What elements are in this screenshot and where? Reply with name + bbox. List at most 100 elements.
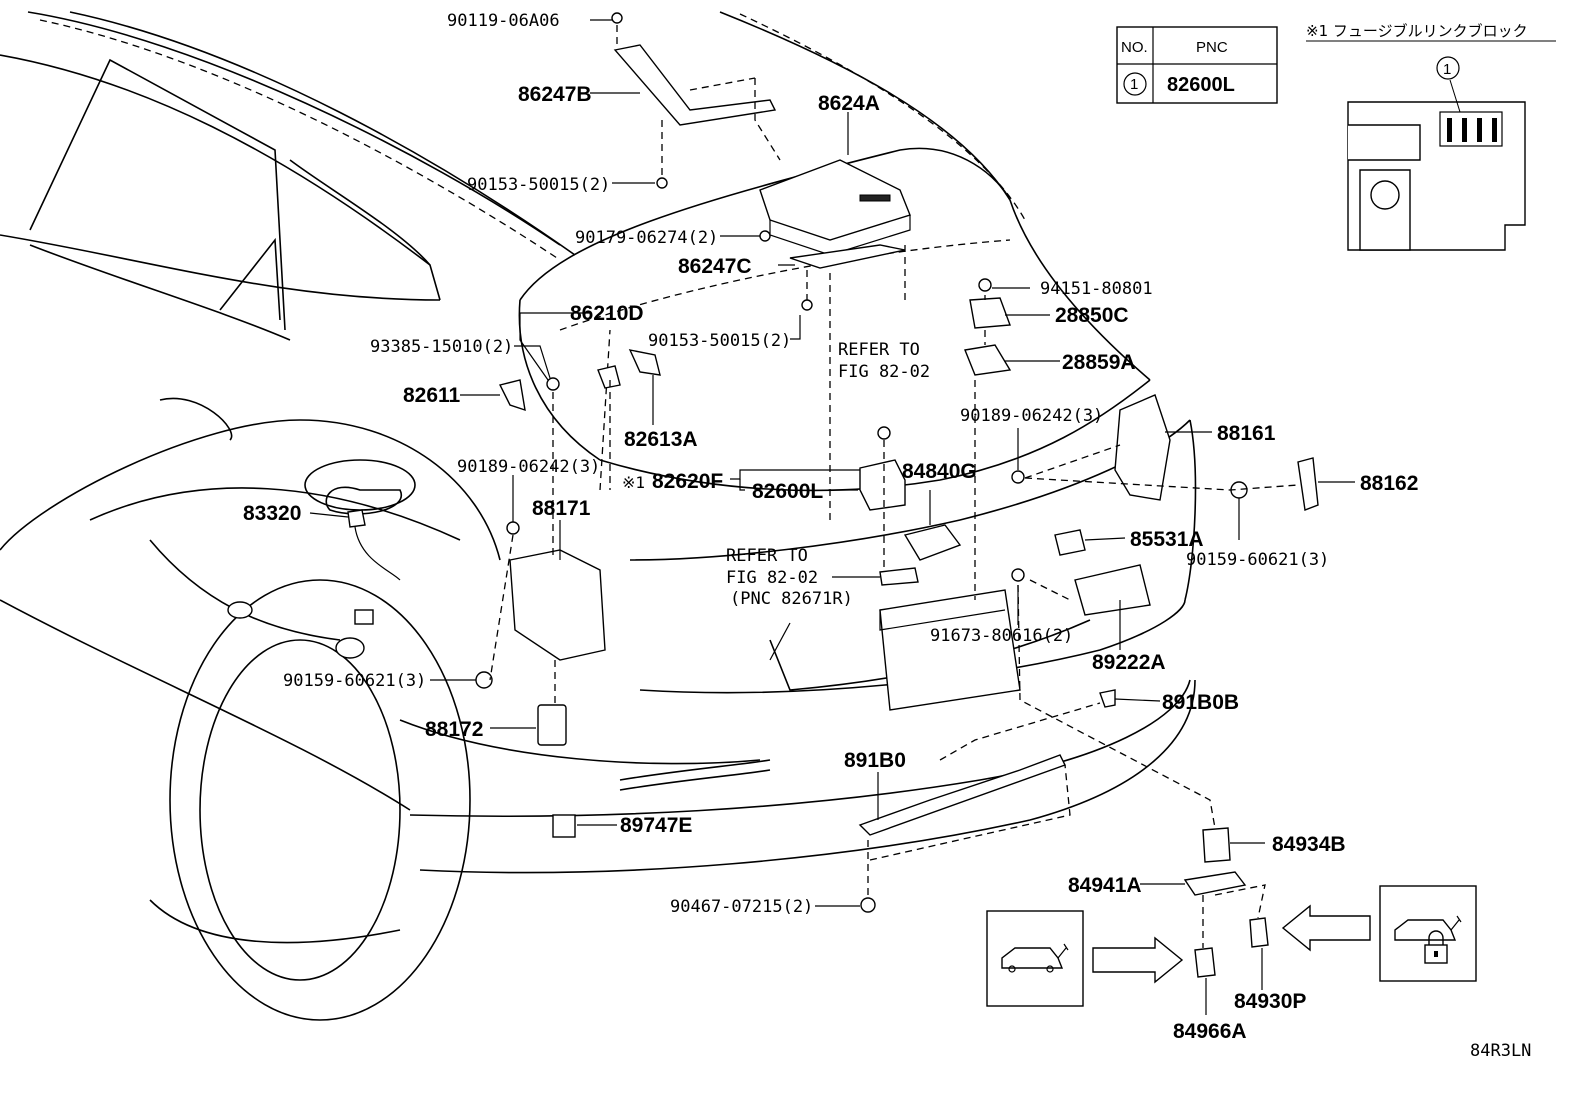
nut-90189	[1011, 470, 1025, 484]
label-85531a: 85531A	[1130, 528, 1204, 551]
part-88171	[509, 549, 606, 661]
label-89222a: 89222A	[1092, 651, 1166, 674]
pnc-table: NO. PNC 1 82600L	[1116, 26, 1278, 104]
diagram-code: 84R3LN	[1470, 1041, 1531, 1061]
parts-shapes	[347, 12, 1319, 978]
label-90153-mid: 90153-50015(2)	[648, 331, 791, 351]
label-84934b: 84934B	[1272, 833, 1346, 856]
part-88161	[1114, 394, 1171, 501]
label-88161: 88161	[1217, 422, 1276, 445]
label-refer1-line2: FIG 82-02	[838, 362, 930, 382]
nut-90189-left	[506, 521, 520, 535]
table-row-no: 1	[1130, 76, 1138, 93]
fusible-title: ※1 フュージブルリンクブロック	[1306, 22, 1528, 40]
label-28859a: 28859A	[1062, 351, 1136, 374]
label-90159-left: 90159-60621(3)	[283, 671, 426, 691]
label-90467: 90467-07215(2)	[670, 897, 813, 917]
clip-891b0b	[1099, 689, 1116, 708]
label-82620f: 82620F	[652, 470, 723, 493]
table-header-pnc: PNC	[1196, 39, 1228, 56]
bolt-93385	[546, 377, 560, 391]
arrow-left-icon	[1281, 904, 1371, 952]
fusible-block-tab	[1348, 124, 1421, 161]
part-labels: 90119-06A06 86247B 8624A 90153-50015(2) …	[243, 11, 1531, 1061]
part-88162	[1297, 457, 1319, 511]
table-row-pnc: 82600L	[1167, 74, 1235, 96]
label-82611: 82611	[403, 384, 461, 407]
clip-86210d	[597, 365, 621, 389]
label-82600l: 82600L	[752, 480, 823, 503]
label-90159-right: 90159-60621(3)	[1186, 550, 1329, 570]
label-90153-top: 90153-50015(2)	[467, 175, 610, 195]
label-28850c: 28850C	[1055, 304, 1129, 327]
label-84966a: 84966A	[1173, 1020, 1247, 1043]
label-90179: 90179-06274(2)	[575, 228, 718, 248]
label-refer1-line1: REFER TO	[838, 340, 920, 360]
label-8624a: 8624A	[818, 92, 880, 115]
label-84930p: 84930P	[1234, 990, 1306, 1013]
label-91673: 91673-80616(2)	[930, 626, 1073, 646]
battery	[879, 589, 1021, 711]
bracket-86247c	[789, 244, 906, 269]
part-28850c	[969, 297, 1011, 329]
nut-90179	[759, 230, 771, 242]
label-refer2-line2: FIG 82-02	[726, 568, 818, 588]
part-84934b	[1202, 827, 1231, 863]
label-refer2-line1: REFER TO	[726, 546, 808, 566]
label-90119: 90119-06A06	[447, 11, 560, 31]
bracket-86247b	[613, 44, 777, 126]
label-93385: 93385-15010(2)	[370, 337, 513, 357]
connector-83320	[354, 609, 374, 625]
label-89747e: 89747E	[620, 814, 692, 837]
fusible-callout-number: 1	[1443, 61, 1451, 78]
bolt-90119	[611, 12, 623, 24]
part-28859a	[964, 344, 1012, 376]
label-891b0b: 891B0B	[1162, 691, 1239, 714]
label-86247c: 86247C	[678, 255, 752, 278]
clip-90159-left	[475, 671, 493, 689]
label-88172: 88172	[425, 718, 483, 741]
label-refer2-line3: (PNC 82671R)	[730, 589, 853, 609]
bracket-refer2	[879, 567, 919, 586]
label-86210d: 86210D	[570, 302, 644, 325]
module-8624a	[759, 159, 911, 256]
label-88162: 88162	[1360, 472, 1418, 495]
bracket-82611	[498, 379, 526, 412]
label-94151: 94151-80801	[1040, 279, 1153, 299]
nut-refer	[877, 426, 891, 440]
bracket-82613a	[628, 349, 661, 376]
label-82620f-mark: ※1	[622, 473, 645, 492]
part-88172	[537, 704, 567, 746]
switch-84930p	[1249, 917, 1269, 948]
label-84941a: 84941A	[1068, 874, 1142, 897]
part-89747e	[552, 814, 576, 838]
label-82613a: 82613A	[624, 428, 698, 451]
switch-84966a	[1194, 947, 1216, 978]
vehicle-lock-icon	[1394, 915, 1462, 964]
vehicle-hatch-icon	[1001, 943, 1069, 973]
fusible-callout-circle	[1436, 56, 1460, 80]
label-84840g: 84840G	[902, 460, 977, 483]
label-86247b: 86247B	[518, 83, 592, 106]
part-83320	[347, 509, 366, 528]
part-85531a	[1054, 529, 1086, 556]
fuse-block-82620f	[859, 459, 906, 511]
bolt-90153-mid	[801, 299, 813, 311]
nut-94151	[978, 278, 992, 292]
part-84840g	[903, 524, 962, 561]
rear-hatch-lock-icon-right	[1379, 885, 1477, 982]
arrow-right-icon	[1092, 936, 1184, 984]
vehicle-body-outline	[0, 11, 1197, 1021]
rear-hatch-icon-left	[986, 910, 1084, 1007]
bolt-91673	[1011, 568, 1025, 582]
leader-lines	[309, 19, 1355, 1015]
label-83320: 83320	[243, 502, 301, 525]
label-90189-right: 90189-06242(3)	[960, 406, 1103, 426]
terminal-hole	[1370, 180, 1400, 210]
table-header-no: NO.	[1121, 39, 1148, 56]
label-90189-left: 90189-06242(3)	[457, 457, 600, 477]
label-88171: 88171	[532, 497, 591, 520]
part-89222a	[1074, 564, 1151, 616]
label-891b0: 891B0	[844, 749, 906, 772]
